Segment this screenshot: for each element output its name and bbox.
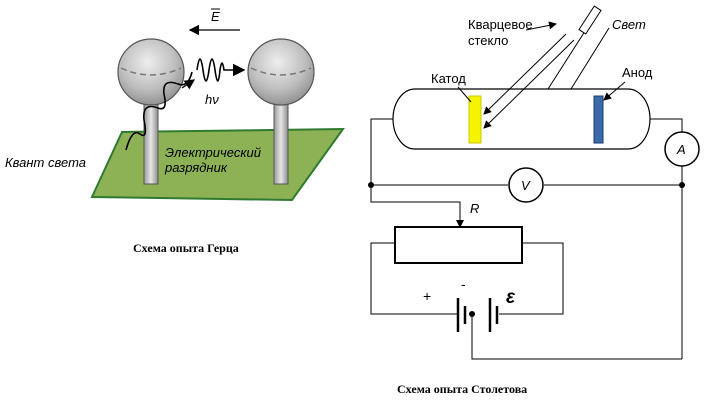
voltmeter-label: V bbox=[521, 178, 531, 193]
vacuum-tube bbox=[392, 88, 651, 150]
spark-wave bbox=[196, 58, 246, 82]
anode bbox=[593, 95, 604, 144]
junction-dot bbox=[368, 182, 374, 188]
stoletov-diagram: Кварцевое стекло Свет Катод Анод A V bbox=[368, 5, 700, 396]
hertz-right-sphere bbox=[247, 38, 315, 106]
gap-label-line1: Электрический bbox=[165, 145, 261, 160]
quartz-window bbox=[578, 5, 602, 35]
circuit-wires bbox=[370, 118, 683, 360]
quantum-label: Квант света bbox=[5, 155, 86, 170]
hertz-left-rod bbox=[143, 97, 159, 185]
minus-label: - bbox=[461, 276, 466, 292]
ammeter bbox=[664, 131, 700, 167]
cathode bbox=[468, 95, 482, 144]
light-label: Свет bbox=[612, 17, 646, 32]
photon-wave bbox=[125, 71, 193, 151]
hertz-left-sphere bbox=[117, 38, 185, 106]
gap-label-line2: разрядник bbox=[164, 160, 228, 175]
junction-dot bbox=[679, 182, 685, 188]
cathode-label: Катод bbox=[431, 71, 466, 86]
plus-label: + bbox=[423, 288, 431, 304]
hertz-caption: Схема опыта Герца bbox=[133, 241, 239, 255]
hertz-right-rod bbox=[273, 97, 289, 185]
field-label: E bbox=[211, 9, 220, 24]
quartz-label-line2: стекло bbox=[468, 33, 508, 48]
emf-label: ε bbox=[506, 287, 516, 308]
hertz-diagram: E hν Квант света Электрический разрядник… bbox=[5, 8, 345, 255]
ammeter-label: A bbox=[676, 142, 686, 157]
anode-label: Анод bbox=[622, 65, 653, 80]
resistor-label: R bbox=[470, 201, 479, 216]
junction-dot bbox=[469, 311, 475, 317]
battery bbox=[456, 298, 499, 332]
voltmeter bbox=[508, 167, 544, 203]
stoletov-caption: Схема опыта Столетова bbox=[397, 382, 527, 396]
rheostat bbox=[394, 226, 523, 264]
photon-label: hν bbox=[205, 92, 219, 107]
quartz-label-line1: Кварцевое bbox=[468, 17, 533, 32]
light-ray bbox=[483, 33, 567, 115]
light-ray bbox=[483, 39, 575, 129]
